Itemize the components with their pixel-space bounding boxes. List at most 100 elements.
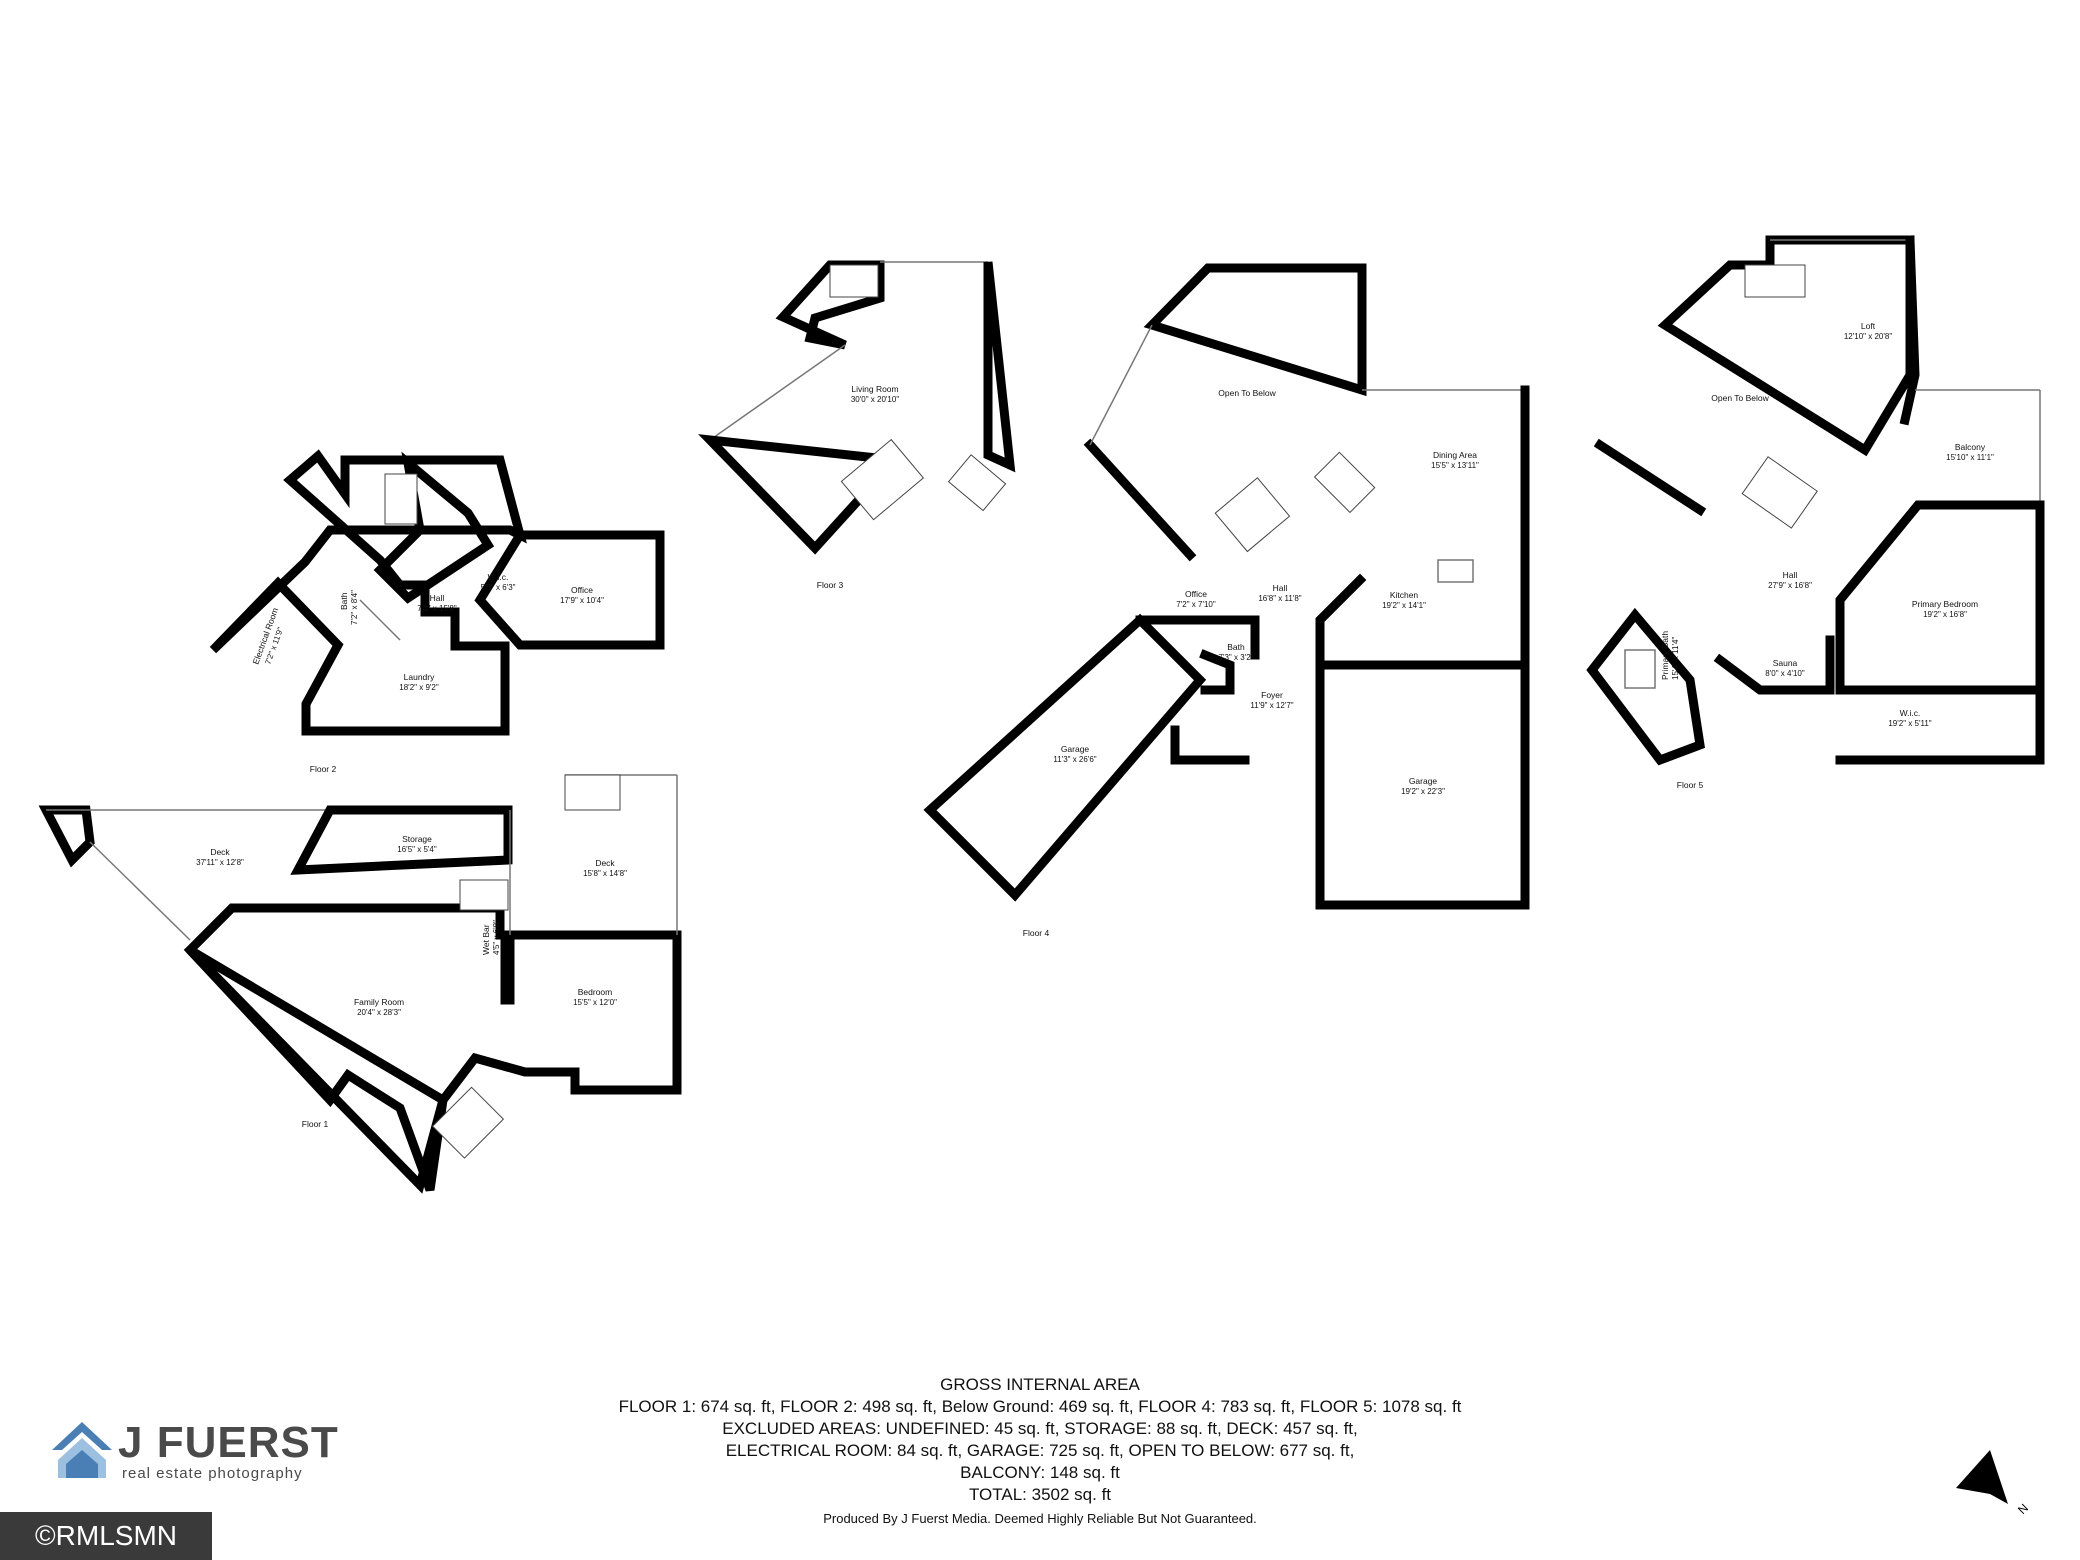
floor-5-primary-bedroom [1835, 500, 2045, 695]
floor-5-primary-bath [1586, 607, 1706, 766]
summary-credit: Produced By J Fuerst Media. Deemed Highl… [823, 1511, 1257, 1526]
floor-2-outline [209, 449, 527, 736]
room-dim: 7'3" x 3'2" [1219, 653, 1254, 662]
room-dim: 16'8" x 11'8" [1258, 594, 1301, 603]
floor-3-south-walls [698, 434, 905, 555]
summary-line: ELECTRICAL ROOM: 84 sq. ft, GARAGE: 725 … [725, 1441, 1355, 1460]
room-name: Loft [1861, 321, 1876, 331]
room-name: Primary Bath [1660, 631, 1670, 680]
room-name: Family Room [354, 997, 404, 1007]
floor-4-foyer-wall [1170, 725, 1250, 765]
floor-1-deck-rail-diagonal [89, 841, 191, 941]
room-name: Open To Below [1711, 393, 1769, 403]
floor-4-upper-stairs [1313, 451, 1376, 514]
room-name: Dining Area [1433, 450, 1477, 460]
floor-2-office-walls [474, 530, 665, 650]
floor-2-stair-hall-walls [373, 451, 495, 604]
room-dim: 19'2" x 16'8" [1923, 610, 1967, 619]
room-dim: 37'11" x 12'8" [196, 858, 244, 867]
floor-label: Floor 2 [310, 764, 337, 774]
room-name: Hall [1783, 570, 1798, 580]
room-name: Wet Bar [481, 924, 491, 955]
floor-4-garage-left [923, 613, 1207, 902]
room-dim: 12'10" x 20'8" [1844, 332, 1892, 341]
room-name: Balcony [1955, 442, 1986, 452]
house-icon [52, 1422, 112, 1478]
floor-label: Floor 3 [817, 580, 844, 590]
room-dim: 15'10" x 11'1" [1946, 453, 1994, 462]
room-name: Foyer [1261, 690, 1283, 700]
room-name: Primary Bedroom [1912, 599, 1978, 609]
floor-label: Floor 1 [302, 1119, 329, 1129]
room-dim: 17'9" x 10'4" [560, 596, 604, 605]
floor-3-east-wall [983, 261, 1016, 473]
room-dim: 7'2" x 7'10" [1176, 600, 1216, 609]
brand-tagline: real estate photography [122, 1465, 303, 1482]
room-name: Laundry [404, 672, 435, 682]
room-dim: 19'2" x 5'11" [1888, 719, 1931, 728]
floor-5-open-below-south [1593, 438, 1707, 517]
room-name: Office [571, 585, 593, 595]
floor-1-family-diagonal [186, 946, 449, 1194]
floor-4-glass [1089, 324, 1153, 446]
room-name: Kitchen [1390, 590, 1419, 600]
summary-line: EXCLUDED AREAS: UNDEFINED: 45 sq. ft, ST… [722, 1419, 1358, 1438]
floor-5-tub [1624, 649, 1656, 689]
room-name: Hall [430, 593, 445, 603]
room-dim: 4'5" x 6'8" [492, 920, 501, 955]
room-dim: 15'8" x 14'8" [583, 869, 627, 878]
floor-4-garage-right [1315, 660, 1530, 910]
floor-1-storage-walls [290, 805, 513, 875]
room-name: Garage [1061, 744, 1090, 754]
floor-5-stairs [1744, 264, 1806, 298]
room-name: Deck [595, 858, 615, 868]
room-name: Deck [210, 847, 230, 857]
floor-1-stairs [459, 879, 509, 911]
summary-line: TOTAL: 3502 sq. ft [968, 1485, 1112, 1504]
floor-5-sauna-walls [1713, 635, 1835, 695]
room-name: Hall [1273, 583, 1288, 593]
room-name: Sauna [1773, 658, 1798, 668]
room-dim: 11'9" x 12'7" [1250, 701, 1293, 710]
floor-2-stairs [384, 473, 418, 525]
floor-2-plan: Electrical Room 7'2" x 11'9" Bath 7'2" x… [209, 449, 665, 774]
floor-1-lower-stairs [431, 1086, 505, 1159]
room-dim: 7'2" x 8'4" [350, 590, 359, 625]
north-arrow-icon: N [1956, 1450, 2030, 1517]
room-name: Open To Below [1218, 388, 1276, 398]
room-name: Living Room [851, 384, 898, 394]
floor-4-kitchen-island [1437, 559, 1474, 583]
floor-3-side-stairs [947, 454, 1007, 512]
room-dim: 11'3" x 26'6" [1053, 755, 1096, 764]
mls-watermark: ©RMLSMN [0, 1512, 212, 1560]
floor-2-partition [359, 599, 401, 641]
room-dim: 19'2" x 22'3" [1401, 787, 1445, 796]
floor-1-deck-stairs [564, 774, 621, 811]
room-name: Garage [1409, 776, 1438, 786]
room-dim: 15'4" x 11'4" [1671, 637, 1680, 680]
floor-label: Floor 5 [1677, 780, 1704, 790]
room-dim: 27'9" x 16'8" [1768, 581, 1812, 590]
floor-3-plan: Living Room 30'0" x 20'10" Floor 3 [698, 260, 1016, 590]
floor-4-stairs [1214, 477, 1291, 553]
room-name: W.i.c. [488, 572, 509, 582]
floor-4-open-below-diag [1083, 438, 1197, 562]
floor-3-lower-stairs [840, 438, 925, 521]
floor-4-plan: Open To Below Dining Area 15'5" x 13'11"… [923, 263, 1530, 938]
floor-4-bath-wall [1199, 649, 1235, 695]
compass-label: N [2015, 1501, 2030, 1517]
floor-1-plan: Deck 37'11" x 12'8" Storage 16'5" x 5'4"… [38, 774, 682, 1194]
room-name: Bath [1227, 642, 1245, 652]
brand-name: J FUERST [118, 1418, 339, 1467]
floor-1-deck-corner [38, 805, 95, 868]
room-dim: 8'0" x 4'10" [1765, 669, 1805, 678]
summary-line: FLOOR 1: 674 sq. ft, FLOOR 2: 498 sq. ft… [618, 1397, 1462, 1416]
room-dim: 20'4" x 28'3" [357, 1008, 401, 1017]
room-dim: 15'5" x 12'0" [573, 998, 617, 1007]
summary-heading: GROSS INTERNAL AREA [940, 1375, 1140, 1394]
floor-5-loft-east [1899, 235, 1920, 426]
brand-logo: J FUERST real estate photography [50, 1418, 350, 1482]
room-name: Storage [402, 834, 432, 844]
room-name: W.i.c. [1900, 708, 1921, 718]
